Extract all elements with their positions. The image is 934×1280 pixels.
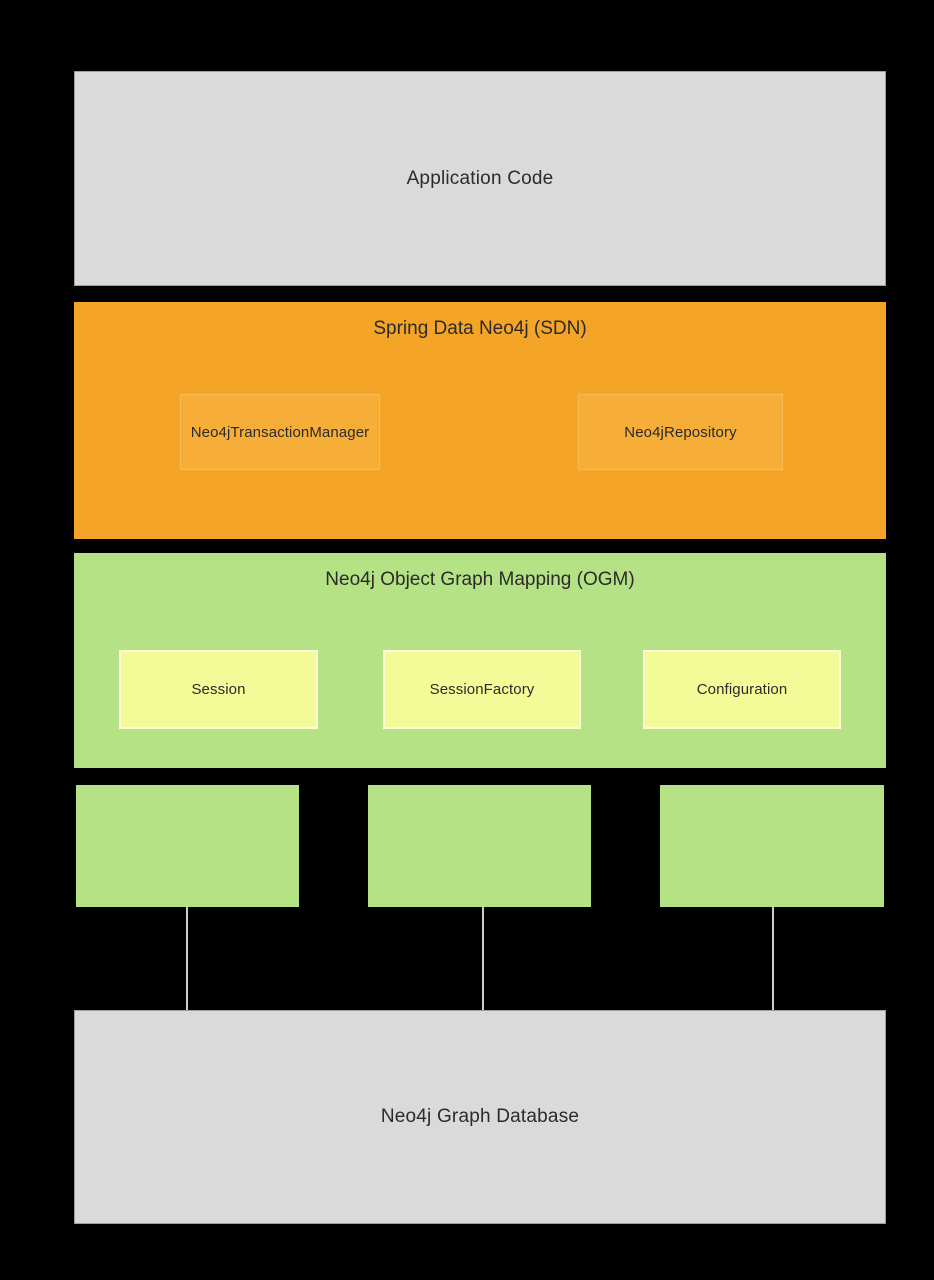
- repository-label: Neo4jRepository: [624, 423, 737, 441]
- configuration-box: Configuration: [643, 650, 841, 729]
- application-code-box: Application Code: [74, 71, 886, 286]
- transaction-manager-box: Neo4jTransactionManager: [180, 394, 380, 470]
- http-driver-box: [368, 785, 591, 907]
- session-factory-label: SessionFactory: [429, 681, 535, 698]
- session-box: Session: [119, 650, 318, 729]
- sdn-layer-box: Spring Data Neo4j (SDN) Neo4jTransaction…: [74, 302, 886, 539]
- session-label: Session: [191, 681, 246, 698]
- application-code-label: Application Code: [406, 167, 554, 189]
- connector-line-http: [482, 907, 484, 1010]
- sdn-layer-title: Spring Data Neo4j (SDN): [373, 318, 587, 339]
- graph-database-label: Neo4j Graph Database: [380, 1106, 580, 1127]
- repository-box: Neo4jRepository: [578, 394, 783, 470]
- ogm-layer-title: Neo4j Object Graph Mapping (OGM): [325, 569, 635, 590]
- bolt-driver-box: [76, 785, 299, 907]
- connector-line-embedded: [772, 907, 774, 1010]
- ogm-layer-box: Neo4j Object Graph Mapping (OGM) Session…: [74, 553, 886, 768]
- session-factory-box: SessionFactory: [383, 650, 581, 729]
- embedded-driver-box: [660, 785, 884, 907]
- connector-line-bolt: [186, 907, 188, 1010]
- configuration-label: Configuration: [696, 681, 788, 698]
- transaction-manager-label: Neo4jTransactionManager: [190, 423, 370, 441]
- graph-database-box: Neo4j Graph Database: [74, 1010, 886, 1224]
